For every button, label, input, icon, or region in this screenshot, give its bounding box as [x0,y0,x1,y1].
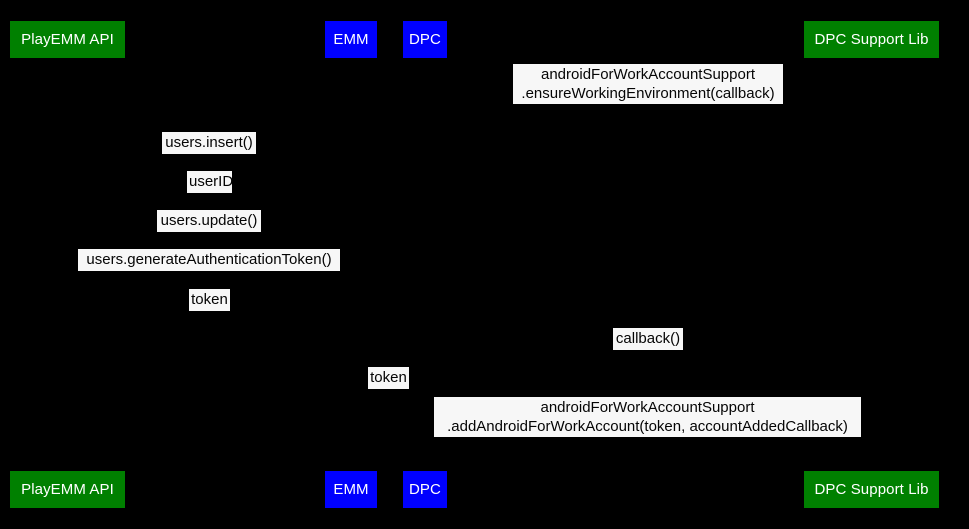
participant-dpc-support-lib-top[interactable]: DPC Support Lib [804,21,939,58]
participant-emm-top[interactable]: EMM [325,21,377,58]
participant-label: DPC Support Lib [814,481,929,498]
message-label-callback: callback() [613,328,683,350]
message-label-ensure-working-environment: androidForWorkAccountSupport .ensureWork… [513,64,783,104]
participant-playemm-api-top[interactable]: PlayEMM API [10,21,125,58]
participant-label: EMM [333,31,369,48]
message-label-add-android-for-work-account: androidForWorkAccountSupport .addAndroid… [434,397,861,437]
participant-label: DPC Support Lib [814,31,929,48]
lifeline-playemm-api [67,58,68,471]
message-label-user-id: userID [187,171,233,193]
lifeline-dpc [425,58,426,471]
participant-emm-bottom[interactable]: EMM [325,471,377,508]
message-label-users-generate-authentication-token: users.generateAuthenticationToken() [78,249,340,271]
lifeline-dpc-support-lib [871,58,872,471]
participant-label: DPC [409,481,441,498]
participant-dpc-support-lib-bottom[interactable]: DPC Support Lib [804,471,939,508]
participant-dpc-top[interactable]: DPC [403,21,447,58]
message-label-users-insert: users.insert() [162,132,256,154]
participant-label: PlayEMM API [21,481,114,498]
participant-playemm-api-bottom[interactable]: PlayEMM API [10,471,125,508]
participant-label: DPC [409,31,441,48]
participant-label: EMM [333,481,369,498]
lifeline-emm [351,58,352,471]
participant-dpc-bottom[interactable]: DPC [403,471,447,508]
message-label-token-to-dpc: token [368,367,409,389]
message-label-users-update: users.update() [157,210,261,232]
participant-label: PlayEMM API [21,31,114,48]
message-label-token-to-emm: token [189,289,230,311]
